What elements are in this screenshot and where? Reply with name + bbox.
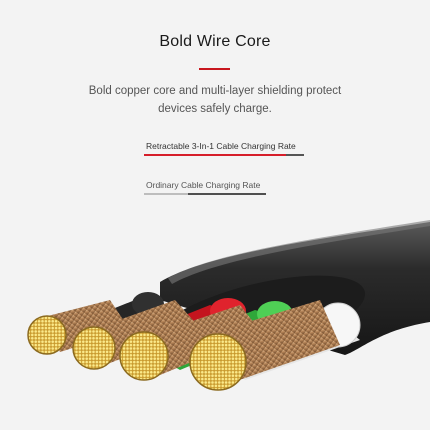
section-title: Bold Wire Core — [159, 33, 271, 50]
slow-rate-label: Ordinary Cable Charging Rate — [146, 180, 261, 190]
cable-cross-section-illustration — [27, 220, 430, 391]
fast-rate-bar-tail — [286, 154, 304, 156]
conductor-ends — [27, 315, 247, 391]
slow-rate-bar — [188, 193, 266, 195]
fast-rate-bar — [144, 154, 304, 156]
title-underline — [199, 68, 230, 70]
fast-rate-label: Retractable 3-In-1 Cable Charging Rate — [146, 141, 296, 151]
description-text: Bold copper core and multi-layer shieldi… — [88, 85, 342, 115]
